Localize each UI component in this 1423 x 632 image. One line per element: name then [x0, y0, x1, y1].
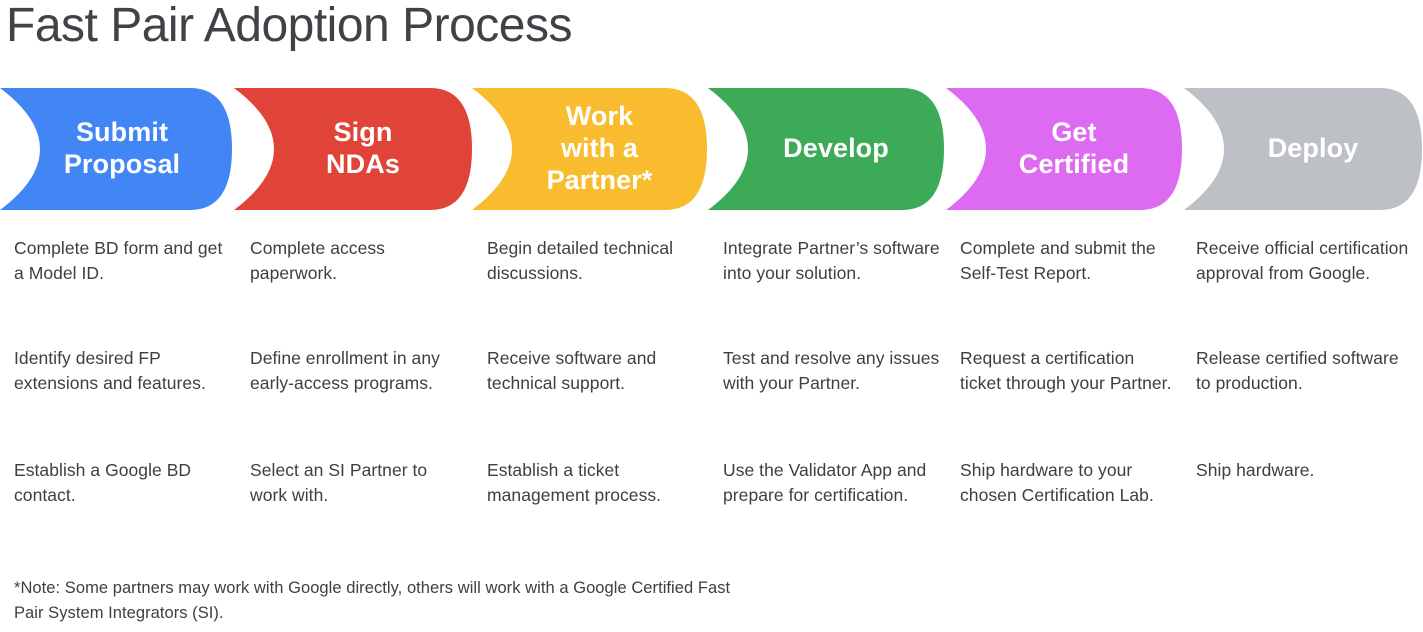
- stage-banner-deploy[interactable]: Deploy: [1184, 88, 1422, 210]
- stage-details-grid: Complete BD form and get a Model ID. Ide…: [0, 236, 1423, 566]
- stage-banner-label: Sign NDAs: [326, 117, 400, 179]
- list-item: Establish a Google BD contact.: [14, 460, 192, 505]
- chevron-shape-icon: [1184, 88, 1422, 210]
- stage-banner-get-certified[interactable]: Get Certified: [946, 88, 1182, 210]
- stage-banner-develop[interactable]: Develop: [708, 88, 944, 210]
- list-item: Ship hardware to your chosen Certificati…: [960, 460, 1154, 505]
- list-item: Use the Validator App and prepare for ce…: [723, 460, 927, 505]
- chevron-shape-icon: [0, 88, 232, 210]
- list-item: Integrate Partner’s software into your s…: [723, 238, 940, 283]
- chevron-shape-icon: [946, 88, 1182, 210]
- list-item: Select an SI Partner to work with.: [250, 460, 428, 505]
- stage-banner-work-with-a-partner[interactable]: Work with a Partner*: [472, 88, 707, 210]
- list-item: Ship hardware.: [1196, 460, 1315, 480]
- list-item: Request a certification ticket through y…: [960, 348, 1172, 393]
- list-item: Define enrollment in any early-access pr…: [250, 348, 440, 393]
- stage-banner-submit-proposal[interactable]: Submit Proposal: [0, 88, 232, 210]
- chevron-shape-icon: [472, 88, 707, 210]
- chevron-shape-icon: [708, 88, 944, 210]
- list-item: Complete BD form and get a Model ID.: [14, 238, 223, 283]
- stage-banner-label: Work with a Partner*: [546, 101, 653, 195]
- chevron-shape-icon: [234, 88, 472, 210]
- list-item: Identify desired FP extensions and featu…: [14, 348, 206, 393]
- list-item: Receive software and technical support.: [487, 348, 657, 393]
- stage-banner-sign-ndas[interactable]: Sign NDAs: [234, 88, 472, 210]
- page-title: Fast Pair Adoption Process: [6, 0, 572, 52]
- stage-banner-label: Deploy: [1267, 133, 1359, 164]
- list-item: Release certified software to production…: [1196, 348, 1399, 393]
- list-item: Begin detailed technical discussions.: [487, 238, 674, 283]
- process-stage-banner-row: Submit Proposal Sign NDAs Work with a Pa…: [0, 88, 1423, 210]
- list-item: Complete access paperwork.: [250, 238, 385, 283]
- list-item: Establish a ticket management process.: [487, 460, 662, 505]
- footnote-note: *Note: Some partners may work with Googl…: [14, 579, 731, 622]
- stage-banner-label: Develop: [783, 133, 889, 164]
- stage-banner-label: Submit Proposal: [63, 117, 181, 179]
- list-item: Receive official certification approval …: [1196, 238, 1409, 283]
- list-item: Test and resolve any issues with your Pa…: [723, 348, 940, 393]
- list-item: Complete and submit the Self-Test Report…: [960, 238, 1156, 283]
- stage-banner-label: Get Certified: [1018, 117, 1130, 179]
